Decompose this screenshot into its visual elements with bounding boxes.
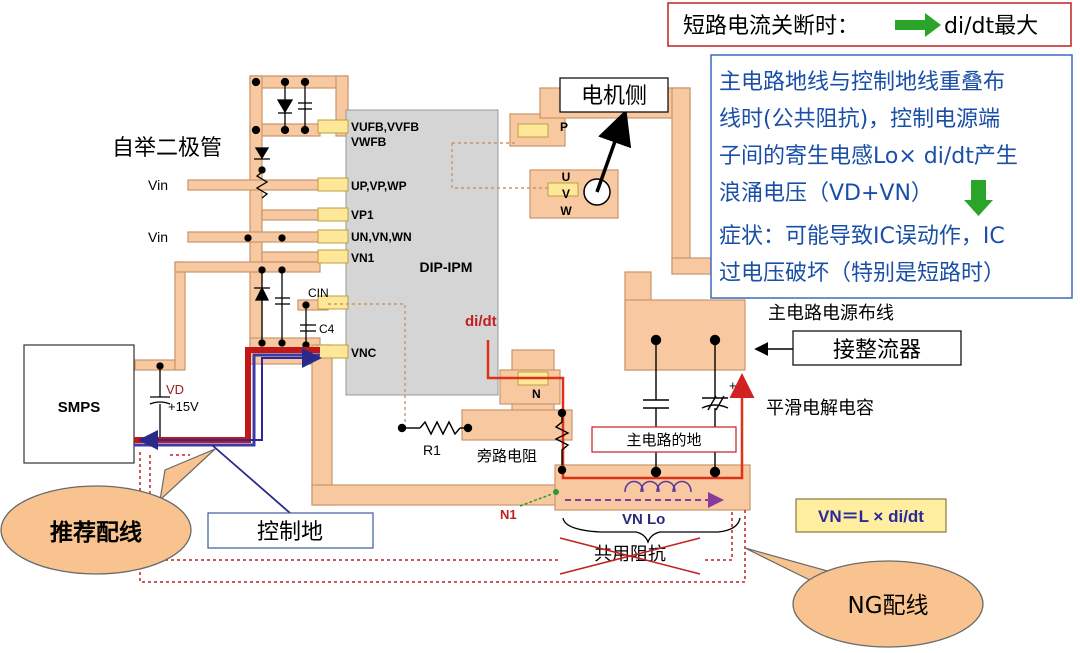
pin-n: N <box>532 387 541 401</box>
rectifier-box <box>792 330 962 366</box>
chip-name: DIP-IPM <box>420 259 473 275</box>
cross-line-2 <box>559 537 701 575</box>
pin-un: UN,VN,WN <box>351 230 412 244</box>
pin-vwfb: VWFB <box>351 135 387 149</box>
vd-label: VD <box>166 382 184 397</box>
recommended-blue-path <box>134 353 320 447</box>
bootstrap-components <box>244 77 316 349</box>
main-power-wiring-label: 主电路电源布线 <box>768 303 894 324</box>
info-line-5: 症状：可能导致IC误动作，IC <box>719 224 1005 249</box>
main-ground-label: 主电路的地 <box>626 431 701 449</box>
n1-label: N1 <box>500 507 517 522</box>
recommended-callout <box>159 448 216 502</box>
formula-box <box>795 498 947 533</box>
info-line-4: 浪涌电压（VD+VN） <box>719 181 933 206</box>
pin-up: UP,VP,WP <box>351 179 407 193</box>
rectifier-label: 接整流器 <box>833 338 921 363</box>
r1-label: R1 <box>423 442 441 458</box>
info-line-3: 子间的寄生电感Lo× di/dt产生 <box>719 144 1018 169</box>
pin-vufb: VUFB,VVFB <box>351 120 419 134</box>
main-ground-box <box>591 426 737 453</box>
top-condition-box <box>667 2 1072 47</box>
top-green-arrow <box>895 13 941 37</box>
n1-pointer <box>519 493 553 507</box>
ng-callout-bubble <box>792 560 984 648</box>
pin-vnc: VNC <box>351 346 377 360</box>
v15-label: +15V <box>168 399 199 414</box>
pin-pads <box>317 119 579 386</box>
control-ground-label: 控制地 <box>257 520 323 545</box>
n1-node <box>553 489 559 495</box>
vn-lo-label: VN Lo <box>622 511 665 528</box>
recommended-callout-bubble <box>0 485 192 575</box>
pin-vp1: VP1 <box>351 208 374 222</box>
top-condition-text: 短路电流关断时： <box>683 14 859 39</box>
smoothing-cap-label: 平滑电解电容 <box>766 398 874 419</box>
motor-side-label: 电机侧 <box>581 84 647 109</box>
vin-bottom-label: Vin <box>148 229 168 245</box>
di-dt-label: di/dt <box>465 313 497 330</box>
formula-text: VN＝L × di/dt <box>818 507 924 526</box>
pin-vn1: VN1 <box>351 251 375 265</box>
r1-resistor <box>397 420 473 436</box>
top-condition-result: di/dt最大 <box>944 14 1038 39</box>
smoothing-capacitors <box>643 334 729 478</box>
vd-capacitor <box>149 362 171 438</box>
common-impedance-brace <box>562 517 741 544</box>
internal-dotted-paths <box>328 142 548 430</box>
c4-label: C4 <box>319 322 335 336</box>
recommended-blue-inner <box>140 348 322 441</box>
pin-w: W <box>560 204 572 218</box>
bypass-resistor <box>554 408 570 475</box>
info-box <box>710 54 1073 299</box>
info-line-2: 线时(公共阻抗)，控制电源端 <box>719 107 1000 132</box>
main-current-path <box>486 340 755 480</box>
vin-top-label: Vin <box>148 177 168 193</box>
info-green-down-arrow <box>964 180 993 216</box>
motor-pointer <box>595 109 632 193</box>
control-ground-box <box>207 512 374 549</box>
control-ground-pointer <box>211 444 291 514</box>
motor-side-box <box>559 77 669 113</box>
info-line-6: 过电压破坏（特别是短路时） <box>719 261 1005 286</box>
info-line-1: 主电路地线与控制地线重叠布 <box>719 70 1005 95</box>
ng-wiring-label: NG配线 <box>847 593 928 619</box>
bypass-resistor-label: 旁路电阻 <box>477 447 537 465</box>
recommended-label: 推荐配线 <box>50 519 142 546</box>
pin-u: U <box>562 170 571 184</box>
pin-p: P <box>560 120 568 134</box>
smps-box <box>23 344 135 464</box>
ipm-chip <box>345 109 499 396</box>
cap-plus-sign: + <box>729 378 737 393</box>
cin-label: CIN <box>308 286 329 300</box>
lo-inductor <box>624 480 692 493</box>
common-impedance-label: 共用阻抗 <box>594 544 666 565</box>
pcb-traces <box>134 75 751 511</box>
bootstrap-diode-label: 自举二极管 <box>112 136 222 161</box>
smps-label: SMPS <box>58 399 101 416</box>
pin-v: V <box>562 187 570 201</box>
